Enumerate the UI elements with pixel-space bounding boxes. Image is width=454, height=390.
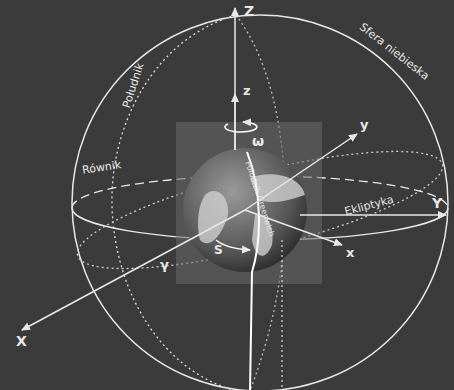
axis-label: Y: [432, 196, 442, 210]
axis-label: z: [243, 84, 251, 97]
ecliptic-label: Ekliptyka: [343, 194, 394, 218]
sidereal-time-label: S: [214, 244, 223, 256]
axis-label: Z: [244, 4, 254, 18]
sphere-label: Sfera niebieska: [358, 21, 431, 82]
vernal-point-label: γ: [160, 258, 169, 271]
axis-label: y: [360, 118, 368, 131]
rotation-symbol: ω: [252, 134, 264, 148]
equator-label: Równik: [81, 159, 121, 175]
meridian-label: Południk: [121, 62, 146, 110]
axis-label: X: [16, 334, 27, 348]
axis-label: x: [346, 246, 354, 259]
